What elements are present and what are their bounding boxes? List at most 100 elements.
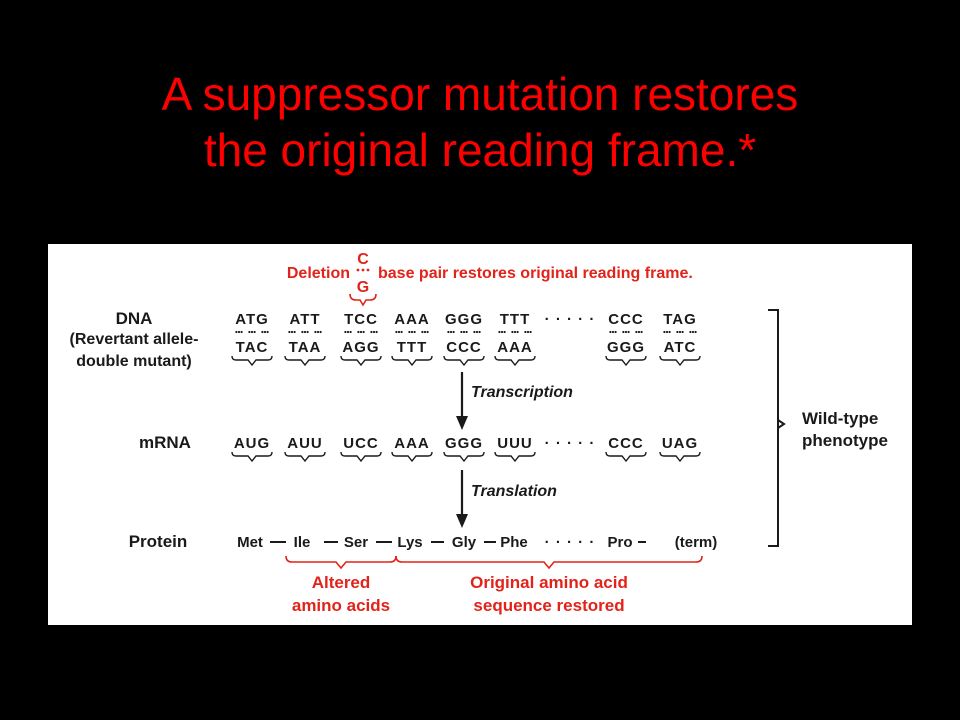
transcription-label: Transcription — [471, 384, 573, 401]
base-pair-dot — [452, 330, 455, 334]
base-pair-dot — [235, 330, 238, 334]
base-pair-dot — [465, 330, 468, 334]
base-pair-dot — [668, 330, 671, 334]
mrna-codon: GGG — [445, 435, 483, 452]
slide-title-line-1: A suppressor mutation restores — [161, 68, 799, 120]
base-pair-dot — [362, 330, 365, 334]
base-pair-dot — [319, 330, 322, 334]
base-pair-dot — [240, 330, 243, 334]
codon-brace — [605, 451, 647, 463]
figure-canvas: C G Deletion base pair restores original… — [70, 251, 888, 615]
base-pair-dot — [290, 330, 294, 334]
dna-bottom-codon: AGG — [342, 339, 379, 356]
base-pair-dot — [627, 330, 630, 334]
mrna-codon: CCC — [608, 435, 644, 452]
base-pair-dot — [426, 330, 429, 334]
codon-brace — [231, 355, 273, 367]
dna-bottom-codon: GGG — [607, 339, 645, 356]
slide-title-line-2: the original reading frame.* — [203, 124, 757, 176]
amino-acid: Pro — [607, 534, 632, 551]
label-dna-sub1: (Revertant allele- — [70, 331, 199, 348]
base-pair-dots — [235, 330, 697, 334]
transcription-arrow-head — [456, 416, 468, 430]
base-pair-dot — [449, 330, 453, 334]
base-pair-dot — [614, 330, 617, 334]
base-pair-dot — [529, 330, 532, 334]
dna-bottom-codon: TTT — [397, 339, 428, 356]
base-pair-dot — [691, 330, 695, 334]
base-pair-dot — [447, 330, 450, 334]
restored-line-2: sequence restored — [473, 596, 624, 615]
label-dna-sub2: double mutant) — [76, 353, 192, 370]
base-pair-dot — [640, 330, 643, 334]
base-pair-dot — [263, 330, 267, 334]
base-pair-dot — [357, 330, 360, 334]
base-pair-dot — [676, 330, 679, 334]
amino-acid: Ile — [294, 534, 311, 551]
base-pair-dot — [500, 330, 504, 334]
dna-top-codon: TAG — [663, 311, 697, 328]
codon-brace — [340, 451, 382, 463]
base-pair-dot — [609, 330, 612, 334]
base-pair-dot — [306, 330, 309, 334]
reading-frame-figure: C G Deletion base pair restores original… — [48, 244, 912, 625]
base-pair-dot — [413, 330, 416, 334]
base-pair-dot — [462, 330, 466, 334]
mrna-codon: AUG — [234, 435, 270, 452]
mrna-codon: UAG — [662, 435, 698, 452]
base-pair-dot — [498, 330, 501, 334]
codon-brace — [391, 355, 433, 367]
base-pair-dot — [663, 330, 666, 334]
phenotype-bracket-point — [777, 419, 786, 429]
base-pair-dot — [637, 330, 641, 334]
base-pair-dot — [303, 330, 307, 334]
codon-brace — [605, 355, 647, 367]
base-pair-dot — [410, 330, 414, 334]
codon-brace — [494, 355, 536, 367]
dna-bottom-codon: CCC — [446, 339, 482, 356]
dna-top-codon: ATT — [289, 311, 320, 328]
base-pair-dot — [408, 330, 411, 334]
base-pair-dot — [395, 330, 398, 334]
dna-top-codon: TCC — [344, 311, 378, 328]
dna-ellipsis: · · · · · — [545, 311, 596, 328]
codon-brace — [284, 451, 326, 463]
base-pair-dot — [346, 330, 350, 334]
dna-bottom-codon: ATC — [664, 339, 697, 356]
codon-brace — [443, 355, 485, 367]
altered-line-1: Altered — [312, 573, 371, 592]
base-pair-dot — [678, 330, 682, 334]
dna-bottom-codon: AAA — [497, 339, 533, 356]
base-pair-dot — [511, 330, 514, 334]
altered-brace — [285, 555, 397, 570]
codon-brace — [659, 355, 701, 367]
base-pair-dot — [478, 330, 481, 334]
base-pair-dot — [635, 330, 638, 334]
slide-title: A suppressor mutation restores the origi… — [0, 66, 960, 178]
label-mrna: mRNA — [139, 433, 191, 452]
base-pair-dot — [372, 330, 376, 334]
mrna-codon: UCC — [343, 435, 379, 452]
base-pair-dot — [503, 330, 506, 334]
phenotype-line-2: phenotype — [802, 431, 888, 450]
base-pair-dot — [473, 330, 476, 334]
base-pair-dot — [370, 330, 373, 334]
base-pair-dot — [250, 330, 254, 334]
base-pair-dot — [622, 330, 625, 334]
base-pair-dot — [375, 330, 378, 334]
label-dna: DNA — [116, 309, 153, 328]
codon-brace — [494, 451, 536, 463]
base-pair-dot — [248, 330, 251, 334]
base-pair-dot — [253, 330, 256, 334]
base-pair-dot — [421, 330, 424, 334]
base-pair-dot — [316, 330, 320, 334]
amino-acid: Gly — [452, 534, 477, 551]
base-pair-dot — [266, 330, 269, 334]
dna-top-codon: CCC — [608, 311, 644, 328]
amino-acid: Lys — [397, 534, 422, 551]
deleted-pair-dots — [356, 268, 370, 272]
base-pair-dot — [524, 330, 527, 334]
